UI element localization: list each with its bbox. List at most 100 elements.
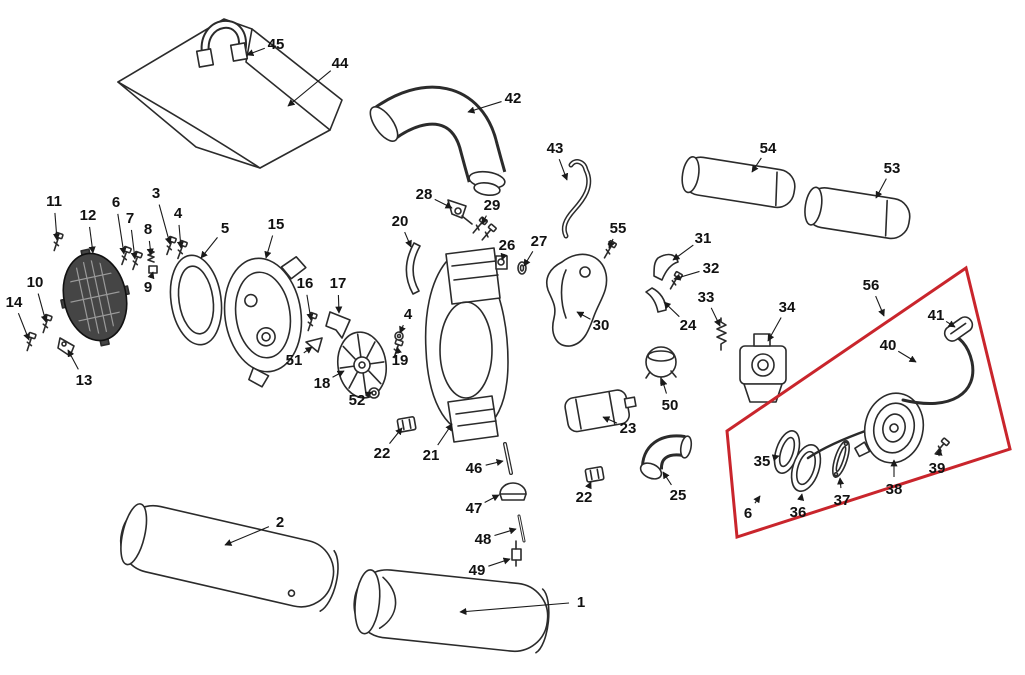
leader-line-27-24 xyxy=(523,251,534,267)
part-number-48-53: 48 xyxy=(475,531,492,548)
leader-line-25-46 xyxy=(662,471,672,486)
part-screw-14 xyxy=(23,331,37,353)
leader-line-12-1 xyxy=(88,226,96,254)
part-number-31-30: 31 xyxy=(695,230,712,247)
part-clip-7 xyxy=(128,250,144,272)
part-lever-28 xyxy=(447,199,473,225)
part-number-49-54: 49 xyxy=(469,562,486,579)
part-number-51-15: 51 xyxy=(286,352,303,369)
part-number-9-12: 9 xyxy=(144,279,152,296)
leader-line-21-41 xyxy=(437,423,453,446)
leader-line-31-30 xyxy=(672,244,694,261)
leader-line-56-36 xyxy=(875,295,885,317)
part-blower-housing xyxy=(424,247,509,443)
part-number-1-56: 1 xyxy=(577,594,585,611)
part-number-44-57: 44 xyxy=(332,55,349,72)
leader-line-11-0 xyxy=(52,212,61,241)
part-collection-bag xyxy=(117,18,343,169)
part-number-5-7: 5 xyxy=(221,220,229,237)
part-number-19-18: 19 xyxy=(392,352,409,369)
part-carburetor xyxy=(739,333,787,403)
part-clip-22-right xyxy=(584,466,605,483)
part-block-26 xyxy=(495,255,508,270)
leader-line-29-22 xyxy=(481,215,489,225)
leader-line-53-29 xyxy=(875,178,887,199)
part-number-11-0: 11 xyxy=(46,193,62,210)
part-number-55-27: 55 xyxy=(610,220,627,237)
leader-line-40-38 xyxy=(897,350,917,363)
part-elbow-tube xyxy=(369,85,507,197)
part-screw-29b xyxy=(478,223,498,243)
part-screw-32 xyxy=(666,270,684,292)
part-number-25-46: 25 xyxy=(670,487,687,504)
part-number-8-4: 8 xyxy=(144,221,152,238)
part-number-4-6: 4 xyxy=(174,205,183,222)
leader-line-16-13 xyxy=(306,294,314,321)
leader-line-49-54 xyxy=(488,557,511,567)
leader-line-39-52 xyxy=(935,448,943,457)
leader-line-22-45 xyxy=(585,481,592,490)
part-number-46-43: 46 xyxy=(466,460,483,477)
part-number-7-3: 7 xyxy=(126,210,134,227)
leader-line-15-8 xyxy=(264,235,274,259)
leader-lines xyxy=(17,47,956,616)
leader-line-50-39 xyxy=(660,378,668,394)
leader-line-17-14 xyxy=(335,294,343,314)
part-screw-6 xyxy=(117,245,133,267)
part-number-30-32: 30 xyxy=(593,317,610,334)
part-number-34-35: 34 xyxy=(779,299,796,316)
part-screw-16 xyxy=(304,311,318,333)
leader-line-13-11 xyxy=(67,349,79,370)
leader-line-51-15 xyxy=(303,346,313,354)
part-guard-ring xyxy=(169,254,223,346)
leader-line-52-17 xyxy=(364,391,373,399)
leader-line-43-26 xyxy=(558,159,569,181)
leader-line-23-40 xyxy=(602,416,618,424)
part-screw-39 xyxy=(931,437,951,457)
part-number-22-45: 22 xyxy=(576,489,593,506)
part-number-24-33: 24 xyxy=(680,317,697,334)
part-number-27-24: 27 xyxy=(531,233,548,250)
leader-line-33-34 xyxy=(710,307,721,327)
leader-line-3-5 xyxy=(158,204,172,245)
leader-line-44-57 xyxy=(287,70,332,107)
part-cup-36 xyxy=(790,444,822,492)
leader-line-36-49 xyxy=(797,493,805,502)
part-inlet-grille xyxy=(60,248,130,347)
part-number-4-19: 4 xyxy=(404,306,413,323)
part-bag-handle-strap xyxy=(195,20,249,68)
part-number-43-26: 43 xyxy=(547,140,564,157)
part-blower-tube-1 xyxy=(353,569,550,654)
part-impeller-fan xyxy=(336,331,388,399)
part-screw-55 xyxy=(600,239,618,261)
leader-line-14-10 xyxy=(17,312,30,341)
parts-artwork xyxy=(23,18,975,654)
leader-line-45-58 xyxy=(246,47,265,57)
part-number-56-36: 56 xyxy=(863,277,880,294)
leader-line-9-12 xyxy=(147,271,155,280)
part-gasket-37 xyxy=(832,440,850,478)
part-primer-bulb-47 xyxy=(499,482,527,501)
leader-line-18-16 xyxy=(332,370,345,378)
leader-line-7-3 xyxy=(130,229,138,260)
part-number-41-37: 41 xyxy=(928,307,945,324)
leader-line-2-55 xyxy=(224,526,270,546)
part-number-33-34: 33 xyxy=(698,289,715,306)
leader-line-54-28 xyxy=(751,157,762,173)
leader-line-46-43 xyxy=(485,459,504,466)
leader-line-22-42 xyxy=(389,427,403,444)
leader-line-20-20 xyxy=(404,231,412,248)
part-number-21-41: 21 xyxy=(423,447,440,464)
part-number-13-11: 13 xyxy=(76,372,93,389)
part-number-15-8: 15 xyxy=(268,216,285,233)
part-latch-13 xyxy=(57,337,75,357)
part-number-39-52: 39 xyxy=(929,460,946,477)
leader-line-35-47 xyxy=(771,454,780,462)
leader-line-47-44 xyxy=(484,494,500,503)
part-rear-handle-housing xyxy=(546,253,608,347)
part-starter-rope-40 xyxy=(901,334,975,406)
part-number-20-20: 20 xyxy=(392,213,409,230)
part-starter-rope-left xyxy=(806,428,870,460)
